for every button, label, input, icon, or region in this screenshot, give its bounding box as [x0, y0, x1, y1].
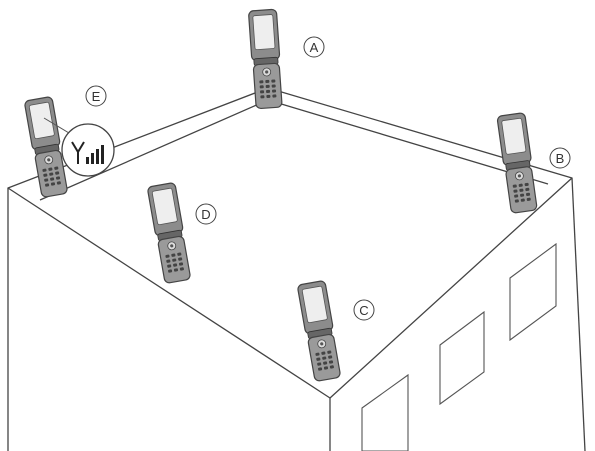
label-d: D: [195, 203, 217, 225]
svg-text:A: A: [310, 40, 319, 55]
svg-text:B: B: [556, 151, 565, 166]
label-a: A: [303, 36, 325, 58]
label-e: E: [85, 85, 107, 107]
signal-strength-icon: [43, 117, 115, 177]
svg-text:E: E: [92, 89, 101, 104]
building-windows: [361, 242, 557, 451]
svg-text:C: C: [359, 303, 368, 318]
label-b: B: [549, 147, 571, 169]
label-c: C: [353, 299, 375, 321]
svg-text:D: D: [201, 207, 210, 222]
